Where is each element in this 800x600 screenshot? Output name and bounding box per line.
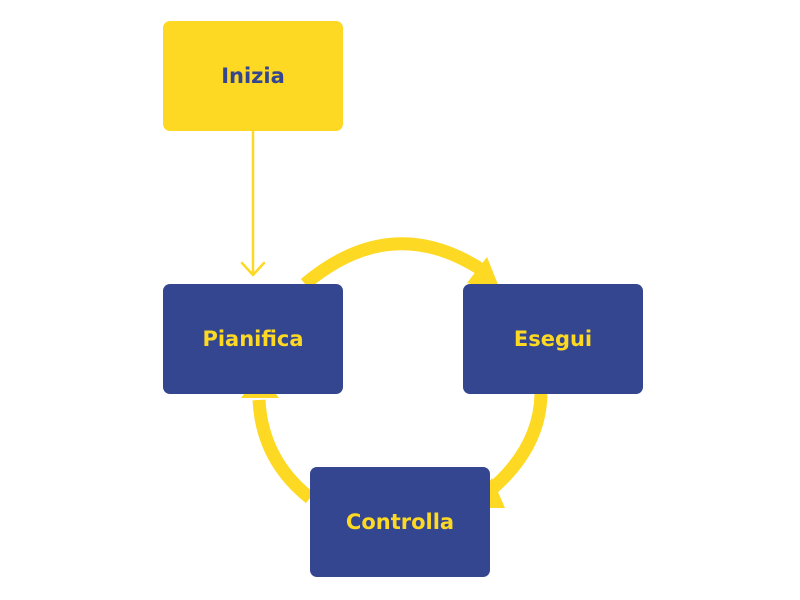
node-plan: Pianifica bbox=[163, 284, 343, 394]
node-check-label: Controlla bbox=[345, 510, 455, 534]
edge-plan-to-exec bbox=[300, 237, 501, 292]
edge-plan-to-exec-arc bbox=[300, 237, 489, 289]
edge-start-to-plan-arrowhead bbox=[240, 261, 266, 277]
node-start: Inizia bbox=[163, 21, 343, 131]
node-plan-label: Pianifica bbox=[202, 327, 304, 351]
node-start-label: Inizia bbox=[221, 64, 285, 88]
edge-plan-to-exec-arrowhead bbox=[467, 257, 501, 292]
node-check: Controlla bbox=[310, 467, 490, 577]
edge-check-to-plan-arc bbox=[252, 399, 315, 504]
edge-exec-to-check-arc bbox=[481, 393, 548, 500]
node-execute: Esegui bbox=[463, 284, 643, 394]
node-execute-label: Esegui bbox=[513, 327, 593, 351]
edge-start-to-plan bbox=[240, 131, 266, 277]
